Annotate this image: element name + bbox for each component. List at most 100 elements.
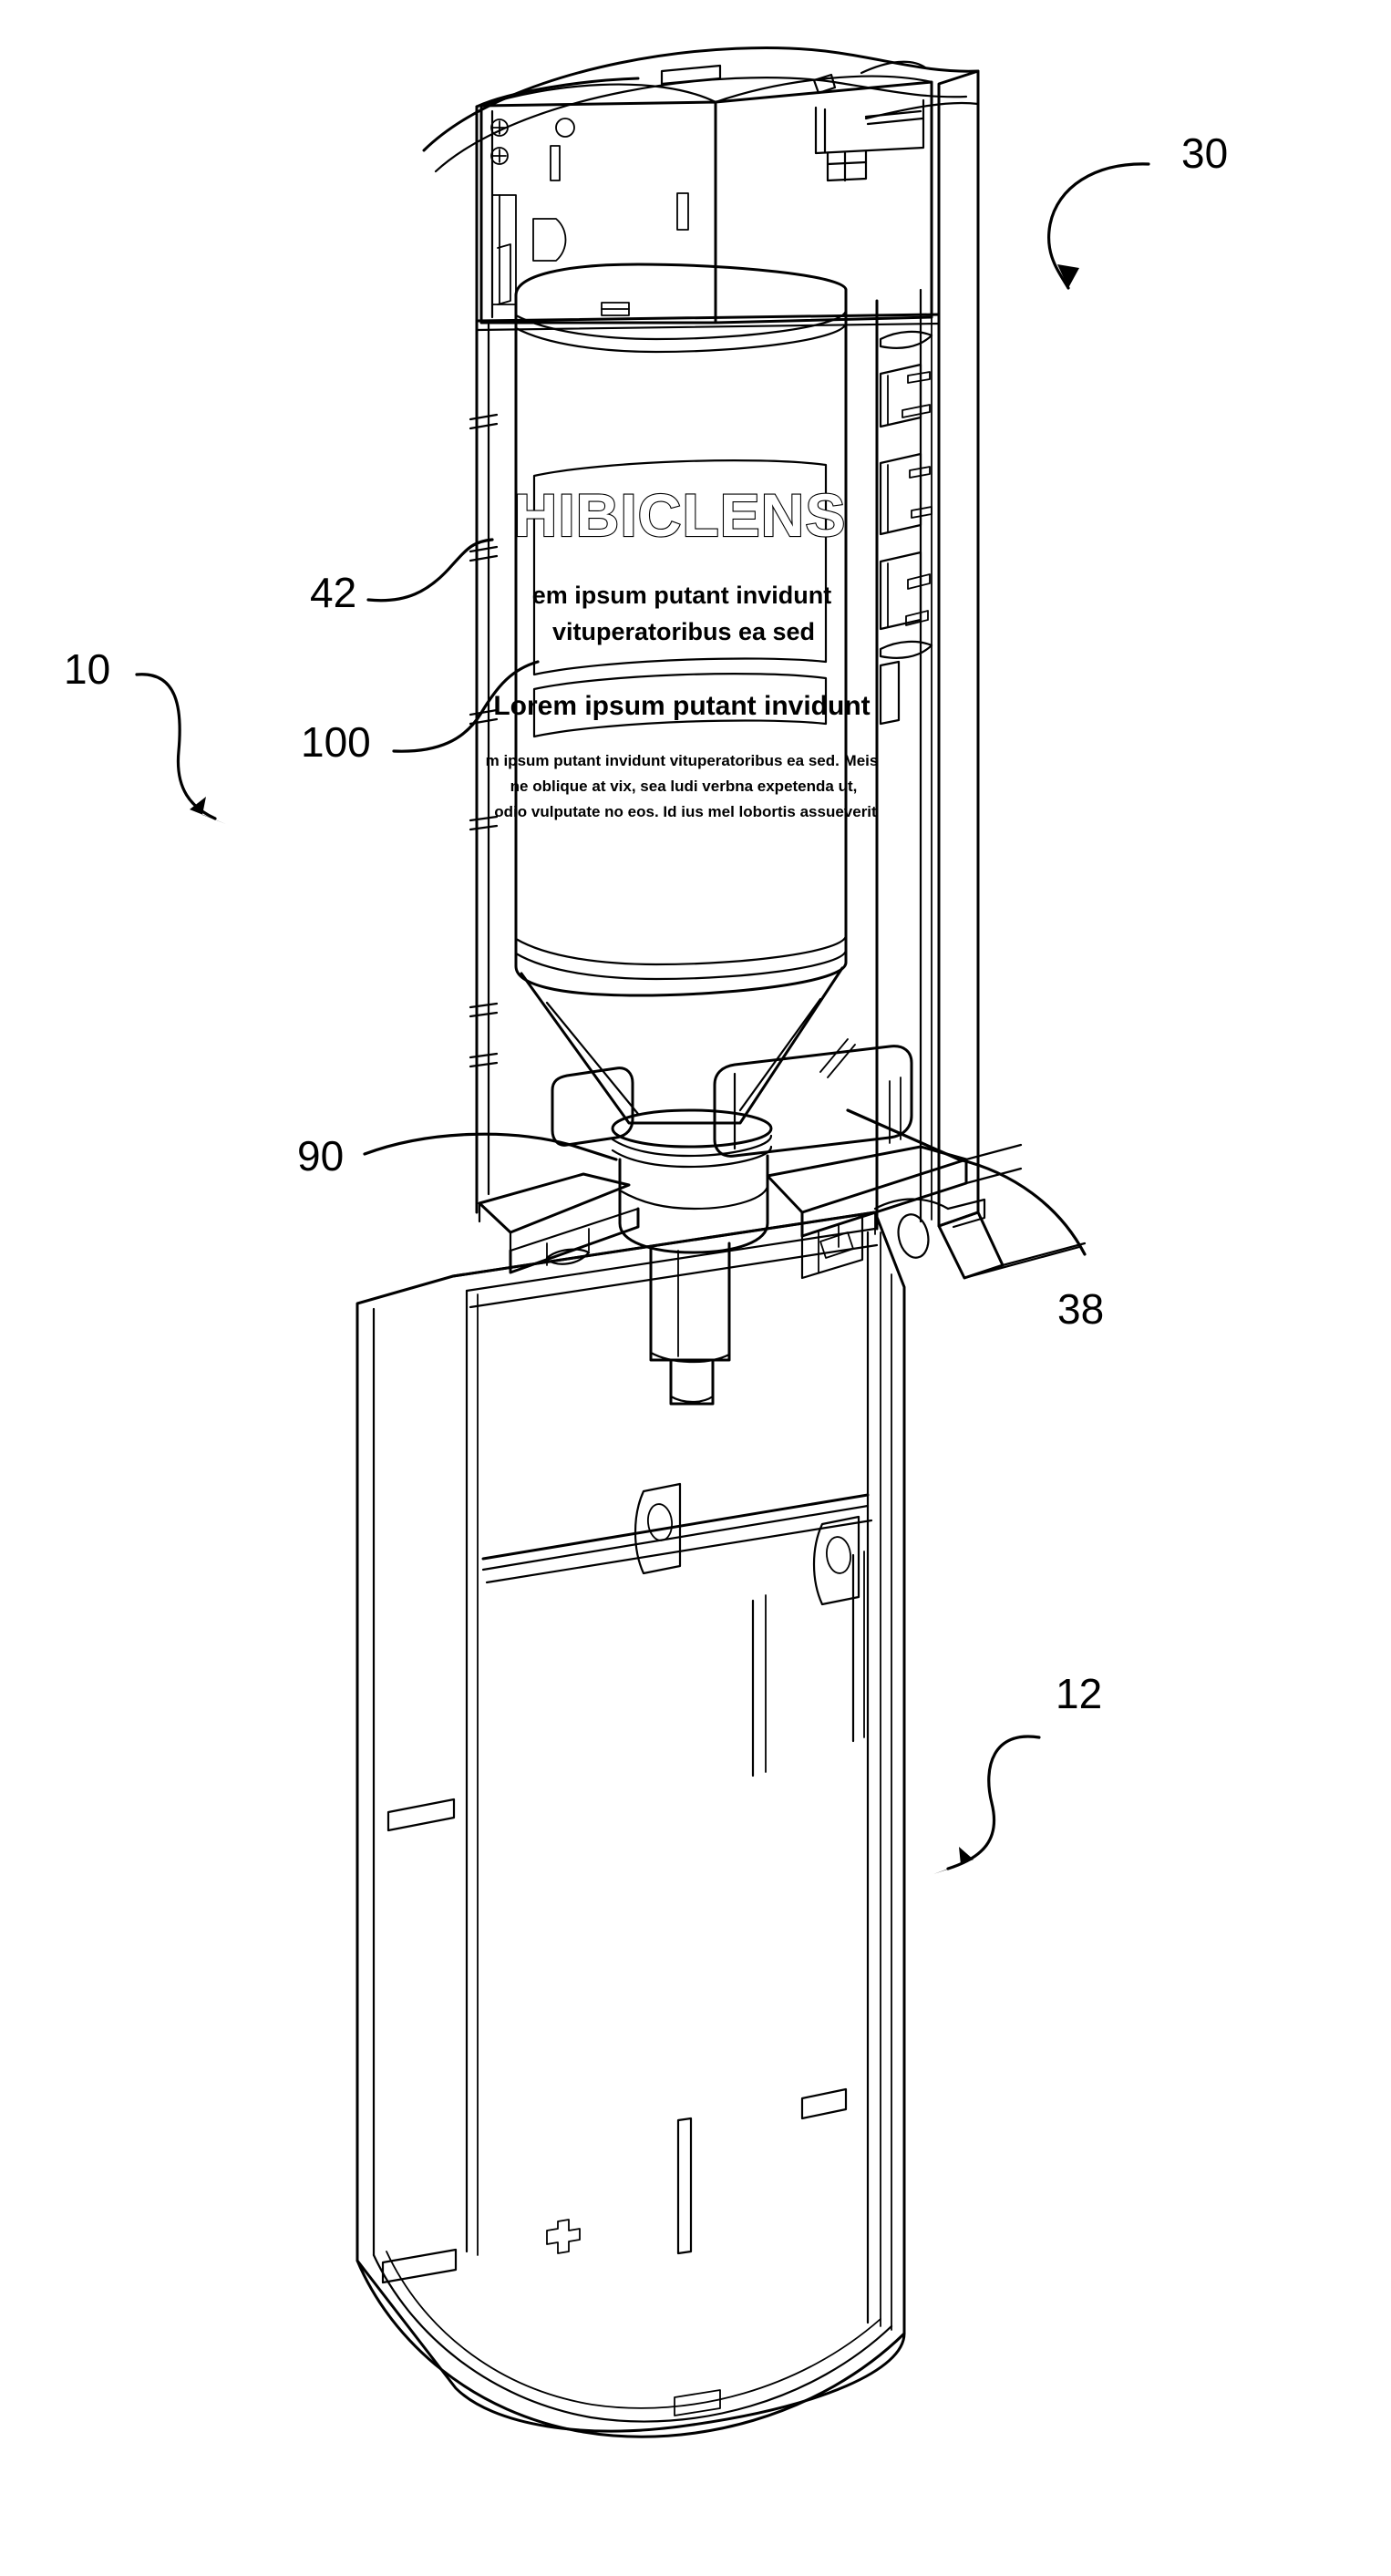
rail-clip-bottom bbox=[879, 640, 933, 659]
housing-right-hook bbox=[860, 60, 927, 75]
label-banner-text: Lorem ipsum putant invidunt bbox=[493, 691, 870, 721]
cover-latch-boss-right bbox=[812, 1515, 860, 1606]
rail-clip-top bbox=[879, 330, 933, 349]
cover-side-tab-right bbox=[800, 2087, 848, 2120]
leader-38 bbox=[957, 1158, 1087, 1256]
rail-bracket-2-tab-a bbox=[909, 466, 931, 479]
rail-bracket-2 bbox=[879, 452, 922, 536]
rail-tick-2b bbox=[469, 554, 499, 562]
housing-bevel-right bbox=[714, 75, 933, 104]
housing-port-hole bbox=[555, 118, 575, 138]
housing-bottom-seam bbox=[475, 313, 941, 323]
container-funnel-fold-right bbox=[738, 997, 822, 1112]
leader-10 bbox=[135, 673, 217, 820]
leader-10-arrowhead bbox=[190, 797, 226, 824]
pump-outlet-stem-base bbox=[649, 1351, 731, 1364]
pump-body-ring bbox=[618, 1183, 769, 1211]
rail-tick-5b bbox=[469, 1011, 499, 1018]
cover-bottom-lip bbox=[355, 2259, 906, 2438]
rail-tick-4 bbox=[469, 815, 499, 822]
label-brand-text: HIBICLENS bbox=[514, 481, 847, 549]
hinge-cap-arc bbox=[873, 1198, 950, 1211]
screw-boss-lower bbox=[490, 147, 509, 165]
housing-slot-vertical bbox=[550, 145, 561, 181]
label-fine-line-2: ne oblique at vix, sea ludi verbna expet… bbox=[510, 778, 858, 795]
cover-side-tab-lower bbox=[381, 2248, 458, 2284]
leader-12 bbox=[946, 1735, 1041, 1870]
ref-numeral-10: 10 bbox=[64, 645, 110, 693]
housing-latch-tab bbox=[812, 73, 837, 95]
pump-nozzle-tip bbox=[669, 1358, 715, 1406]
cover-bottom-tab bbox=[674, 2389, 721, 2416]
chassis-rails bbox=[469, 287, 933, 1231]
rail-tick-5 bbox=[469, 1002, 499, 1009]
pump-body bbox=[618, 1154, 769, 1254]
container-top-rim bbox=[514, 263, 848, 297]
cover-outer-shell bbox=[355, 1211, 906, 2433]
label-panel-upper bbox=[532, 459, 828, 676]
housing-bracket-line-b bbox=[866, 117, 924, 126]
container-lower-ring-b bbox=[514, 948, 848, 981]
rail-bracket-3 bbox=[879, 551, 922, 631]
screw-boss-upper-cross bbox=[492, 120, 507, 135]
container-shoulder-line-a bbox=[514, 308, 848, 341]
pump-link-a bbox=[819, 1038, 849, 1073]
container-label: HIBICLENS em ipsum putant invidunt vitup… bbox=[486, 459, 878, 820]
rail-tick-1b bbox=[469, 422, 499, 430]
pump-nozzle-tip-base bbox=[669, 1395, 715, 1404]
label-fine-line-3: odio vulputate no eos. Id ius mel lobort… bbox=[494, 803, 877, 820]
carrier-arm-left bbox=[478, 1172, 631, 1234]
housing-bracket-foot-line bbox=[826, 160, 868, 166]
container-neck-ring-2 bbox=[611, 1134, 773, 1158]
carrier-pivot-left bbox=[545, 1248, 591, 1265]
rail-tick-1 bbox=[469, 413, 499, 421]
front-cover bbox=[355, 1211, 906, 2438]
housing-lower-rect bbox=[601, 302, 630, 316]
screw-boss-lower-cross bbox=[492, 149, 507, 163]
cover-top-rim-inner bbox=[465, 1227, 877, 1293]
rail-bracket-2-tab-b bbox=[911, 506, 932, 519]
cover-side-tab-upper bbox=[386, 1798, 456, 1832]
leader-12-arrowhead bbox=[933, 1847, 974, 1874]
rail-tick-4b bbox=[469, 824, 499, 831]
housing-top-edge-extra bbox=[864, 101, 980, 120]
leader-90 bbox=[363, 1132, 572, 1156]
chassis-foot-right-edge bbox=[963, 1245, 1081, 1280]
soap-container bbox=[514, 263, 848, 1169]
ref-numeral-100: 100 bbox=[301, 718, 371, 766]
hinge-pin-boss bbox=[897, 1213, 930, 1259]
ref-numeral-12: 12 bbox=[1056, 1670, 1102, 1717]
housing-channel-left bbox=[491, 194, 517, 305]
rail-tick-2 bbox=[469, 545, 499, 553]
actuator-block-left bbox=[551, 1066, 634, 1147]
housing-d-cutout bbox=[532, 218, 567, 262]
pump-outlet-stem bbox=[649, 1242, 731, 1362]
housing-left-top bbox=[475, 77, 640, 108]
container-neck-ring-3 bbox=[611, 1145, 773, 1169]
hinge-extension-line bbox=[964, 1143, 1023, 1161]
chassis-foot-right-edge-2 bbox=[1001, 1242, 1087, 1267]
screw-boss-upper bbox=[490, 118, 509, 137]
ref-numeral-38: 38 bbox=[1057, 1285, 1104, 1333]
rail-bracket-3-tab-a bbox=[907, 573, 931, 590]
container-funnel-fold bbox=[545, 1001, 640, 1116]
leader-42 bbox=[366, 538, 494, 603]
housing-bevel-left bbox=[479, 83, 717, 108]
cover-latch-boss-left bbox=[634, 1482, 682, 1575]
upper-housing-assembly bbox=[422, 46, 980, 1228]
ref-numeral-30: 30 bbox=[1181, 129, 1228, 177]
rail-lower-stem bbox=[879, 660, 901, 726]
housing-slot-mid bbox=[676, 192, 689, 231]
rail-bracket-1-tab-a bbox=[907, 371, 931, 384]
hinge-extension-line-2 bbox=[964, 1167, 1023, 1185]
cover-shelf-front-2 bbox=[481, 1504, 870, 1571]
leader-100 bbox=[392, 660, 540, 753]
label-panel-banner bbox=[532, 673, 828, 738]
rail-bracket-1-tab-b bbox=[902, 404, 931, 418]
ref-numeral-90: 90 bbox=[297, 1132, 344, 1180]
housing-bracket-foot bbox=[826, 149, 868, 182]
label-subtitle-line-2: vituperatoribus ea sed bbox=[552, 618, 815, 645]
rail-tick-6 bbox=[469, 1052, 499, 1059]
